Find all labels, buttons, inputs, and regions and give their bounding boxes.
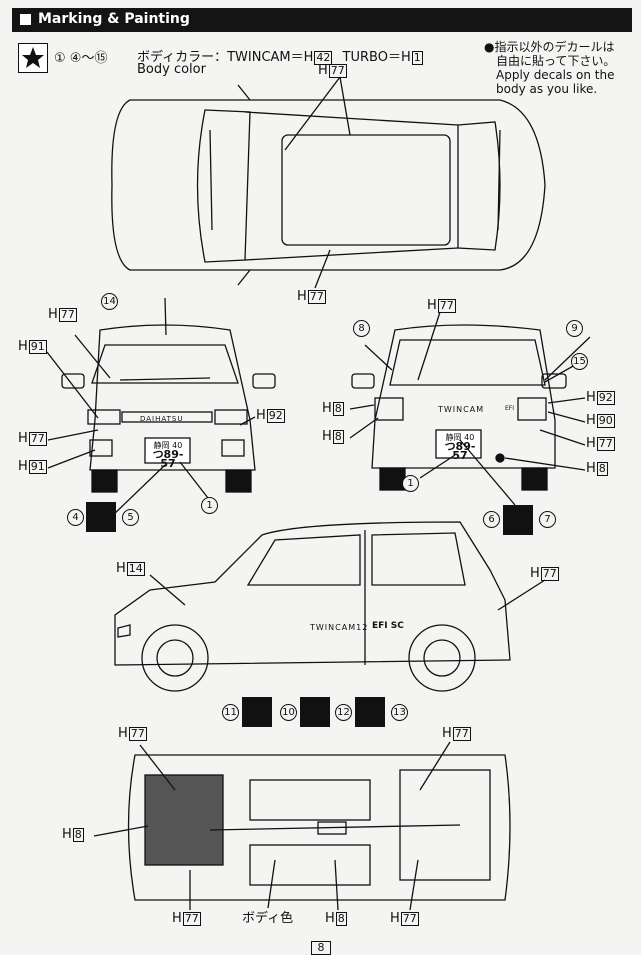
front-badge: DAIHATSU xyxy=(140,415,184,423)
note-jp-line1: ●指示以外のデカールは xyxy=(484,40,615,54)
step-1-marker-rear: 1 xyxy=(402,475,419,492)
decal-arrow-icon-side xyxy=(300,697,330,727)
turbo-color-code: 1 xyxy=(411,51,423,65)
section-header: Marking & Painting xyxy=(12,8,632,32)
turbo-label: TURBO＝H xyxy=(342,50,411,65)
step-11-marker: 11 xyxy=(222,704,239,721)
step-8-marker: 8 xyxy=(353,320,370,337)
decal-arrow-icon-front xyxy=(86,502,116,532)
top-view-drawing xyxy=(111,76,546,289)
rear-view-drawing xyxy=(349,311,591,506)
decal-note: ●指示以外のデカールは 自由に貼って下さい。 Apply decals on t… xyxy=(484,40,615,96)
step-13-marker: 13 xyxy=(391,704,408,721)
step-1-marker-front: 1 xyxy=(201,497,218,514)
front-view-drawing xyxy=(46,297,276,519)
step-5-marker: 5 xyxy=(122,509,139,526)
step-10-marker: 10 xyxy=(280,704,297,721)
body-color-english: Body color xyxy=(137,62,206,77)
decal-arrow-icon-rear xyxy=(503,505,533,535)
step-6-marker: 6 xyxy=(483,511,500,528)
rear-twincam-badge: TWINCAM xyxy=(438,405,485,414)
bottom-view-drawing xyxy=(93,741,511,911)
note-en-line1: Apply decals on the xyxy=(496,68,615,82)
decal-circle-icon-11 xyxy=(242,697,272,727)
step-numbers: ① ④～⑮ xyxy=(54,51,108,66)
star-icon xyxy=(18,43,48,73)
step-9-marker: 9 xyxy=(566,320,583,337)
decal-circle-icon-13 xyxy=(355,697,385,727)
side-twincam-decal: TWINCAM12 xyxy=(310,623,369,632)
note-jp-line2: 自由に貼って下さい。 xyxy=(496,54,616,68)
side-view-drawing xyxy=(114,521,546,692)
step-14-marker: 14 xyxy=(101,293,118,310)
label-bottom-body-color: ボディ色 xyxy=(242,911,294,926)
step-15-marker: 15 xyxy=(571,353,588,370)
section-title: Marking & Painting xyxy=(38,11,190,27)
note-en-line2: body as you like. xyxy=(496,82,598,96)
step-7-marker: 7 xyxy=(539,511,556,528)
side-efi-decal: EFI SC xyxy=(372,621,404,631)
step-12-marker: 12 xyxy=(335,704,352,721)
twincam-color-code: 42 xyxy=(314,51,333,65)
rear-efi-badge: EFI xyxy=(505,405,515,412)
page-number: 8 xyxy=(311,941,331,955)
step-4-marker: 4 xyxy=(67,509,84,526)
body-color-twincam-label: ボディカラー：TWINCAM＝H xyxy=(137,50,314,65)
square-bullet-icon xyxy=(20,14,31,25)
